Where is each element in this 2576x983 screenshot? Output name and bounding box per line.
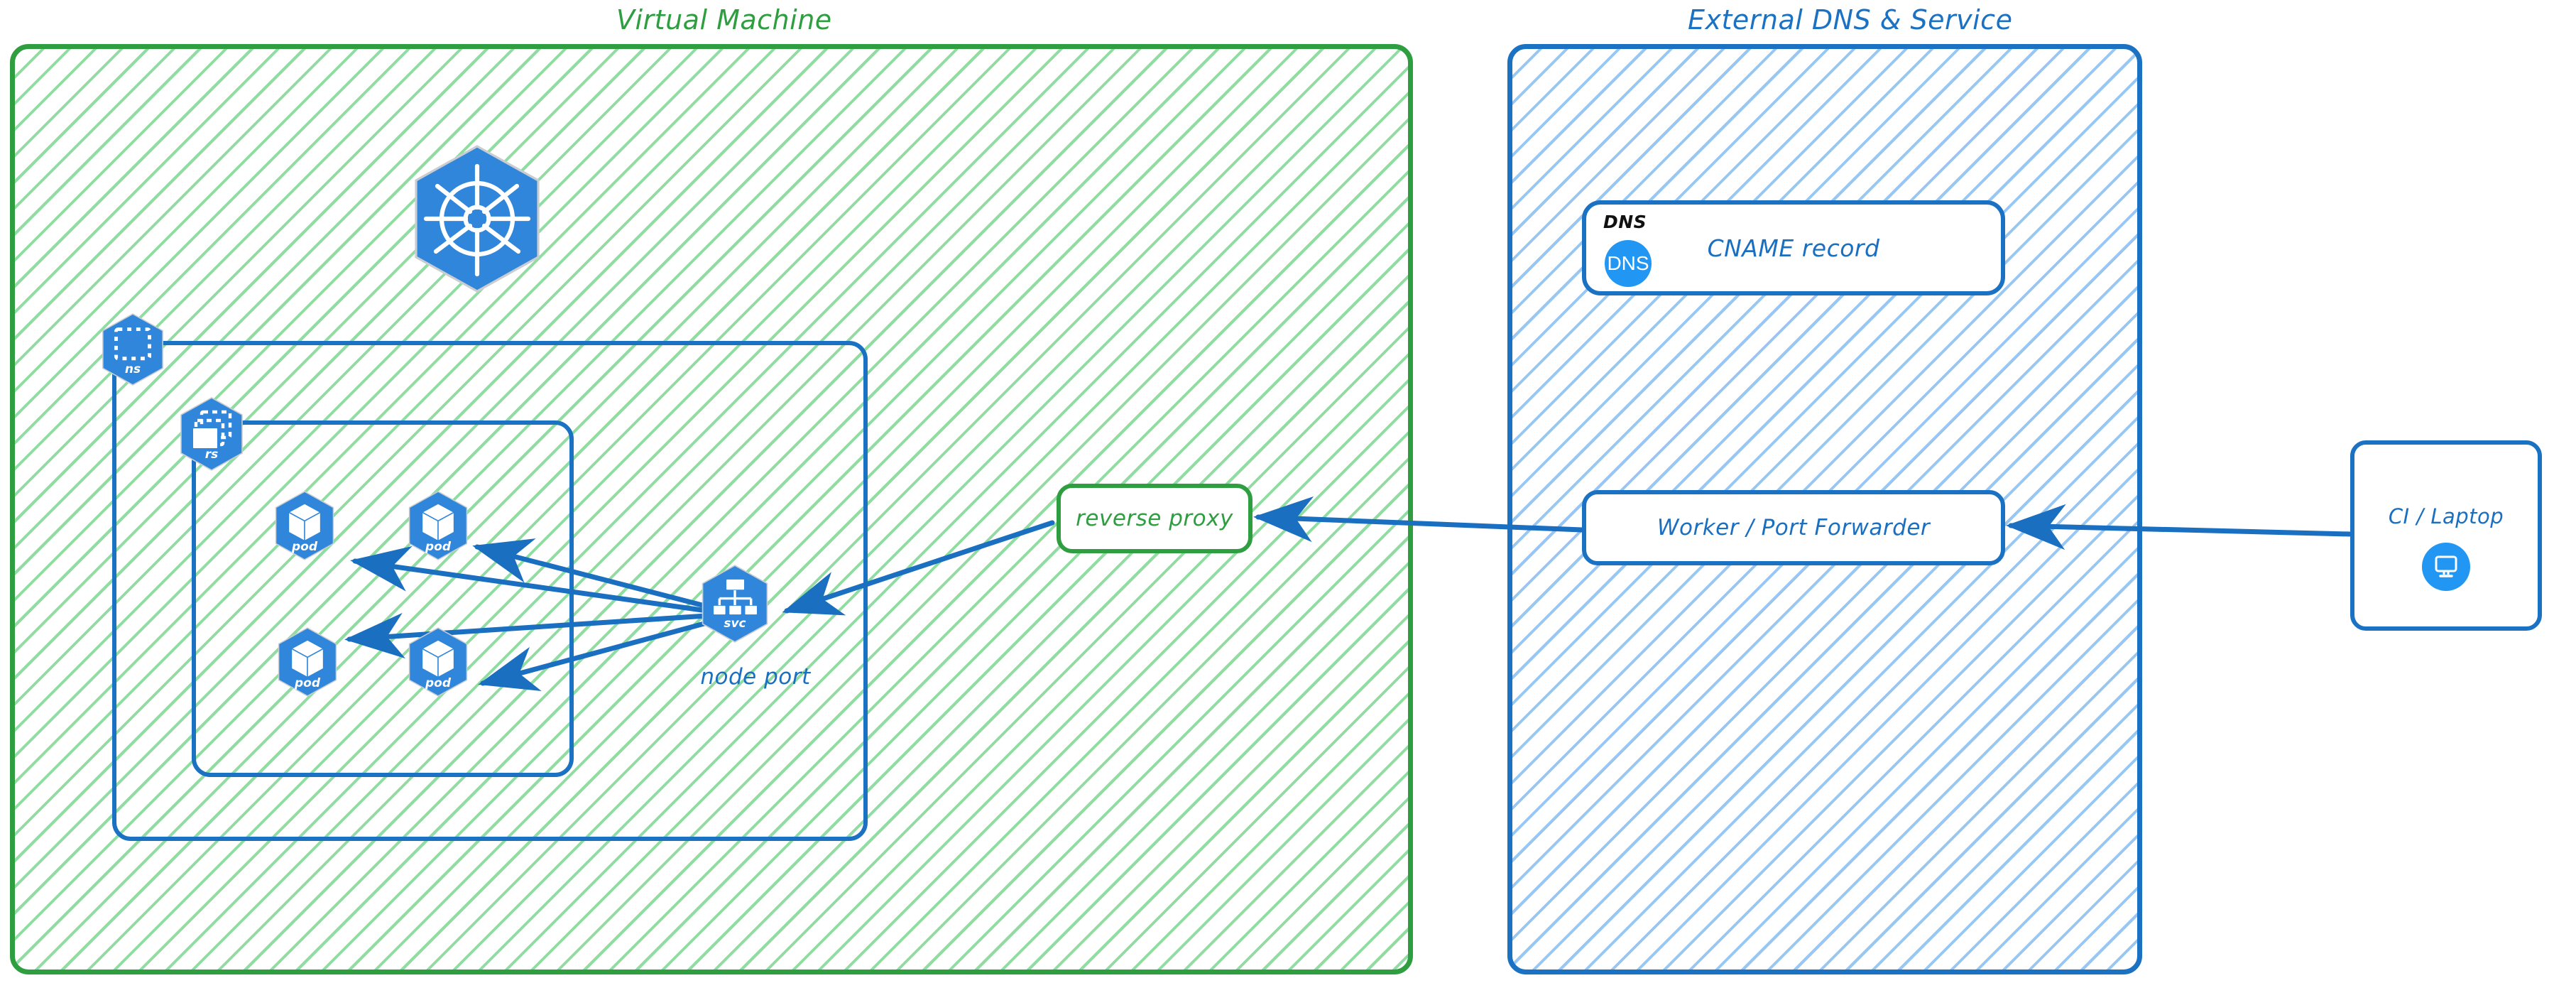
ci-laptop-label: CI / Laptop (2388, 504, 2504, 528)
kubernetes-node-service: svc (697, 564, 773, 646)
pod-icon: pod (274, 626, 341, 700)
dns-cname-card[interactable]: DNS DNS CNAME record (1582, 200, 2005, 295)
group-title-virtual-machine: Virtual Machine (616, 4, 832, 36)
kubernetes-node-namespace: ns (98, 313, 168, 389)
worker-port-forwarder-label: Worker / Port Forwarder (1657, 515, 1931, 541)
node-port-caption: node port (700, 664, 811, 690)
kubernetes-node-pod-1: pod (271, 490, 338, 564)
ci-laptop-node[interactable]: CI / Laptop (2350, 440, 2542, 631)
kubernetes-node-pod-3: pod (274, 626, 341, 700)
kubernetes-node-replicaset: rs (176, 396, 247, 474)
kubernetes-node-pod-2: pod (405, 490, 471, 564)
group-title-external-dns-service: External DNS & Service (1688, 4, 2013, 36)
dns-tag-label: DNS (1603, 212, 1647, 232)
desktop-monitor-icon (2422, 543, 2470, 591)
pod-icon: pod (405, 626, 471, 700)
reverse-proxy-label: reverse proxy (1076, 506, 1233, 531)
namespace-icon: ns (98, 313, 168, 389)
kubernetes-node-pod-4: pod (405, 626, 471, 700)
pod-icon: pod (271, 490, 338, 564)
pod-icon: pod (405, 490, 471, 564)
replicaset-boundary-box (192, 420, 574, 777)
dns-badge-icon: DNS (1605, 240, 1652, 287)
kubernetes-logo-node (406, 143, 548, 297)
replicaset-icon: rs (176, 396, 247, 474)
reverse-proxy-node[interactable]: reverse proxy (1057, 484, 1252, 553)
worker-port-forwarder-node[interactable]: Worker / Port Forwarder (1582, 490, 2005, 565)
service-icon: svc (697, 564, 773, 646)
cname-record-label: CNAME record (1707, 234, 1880, 262)
kubernetes-logo-icon (406, 143, 548, 297)
